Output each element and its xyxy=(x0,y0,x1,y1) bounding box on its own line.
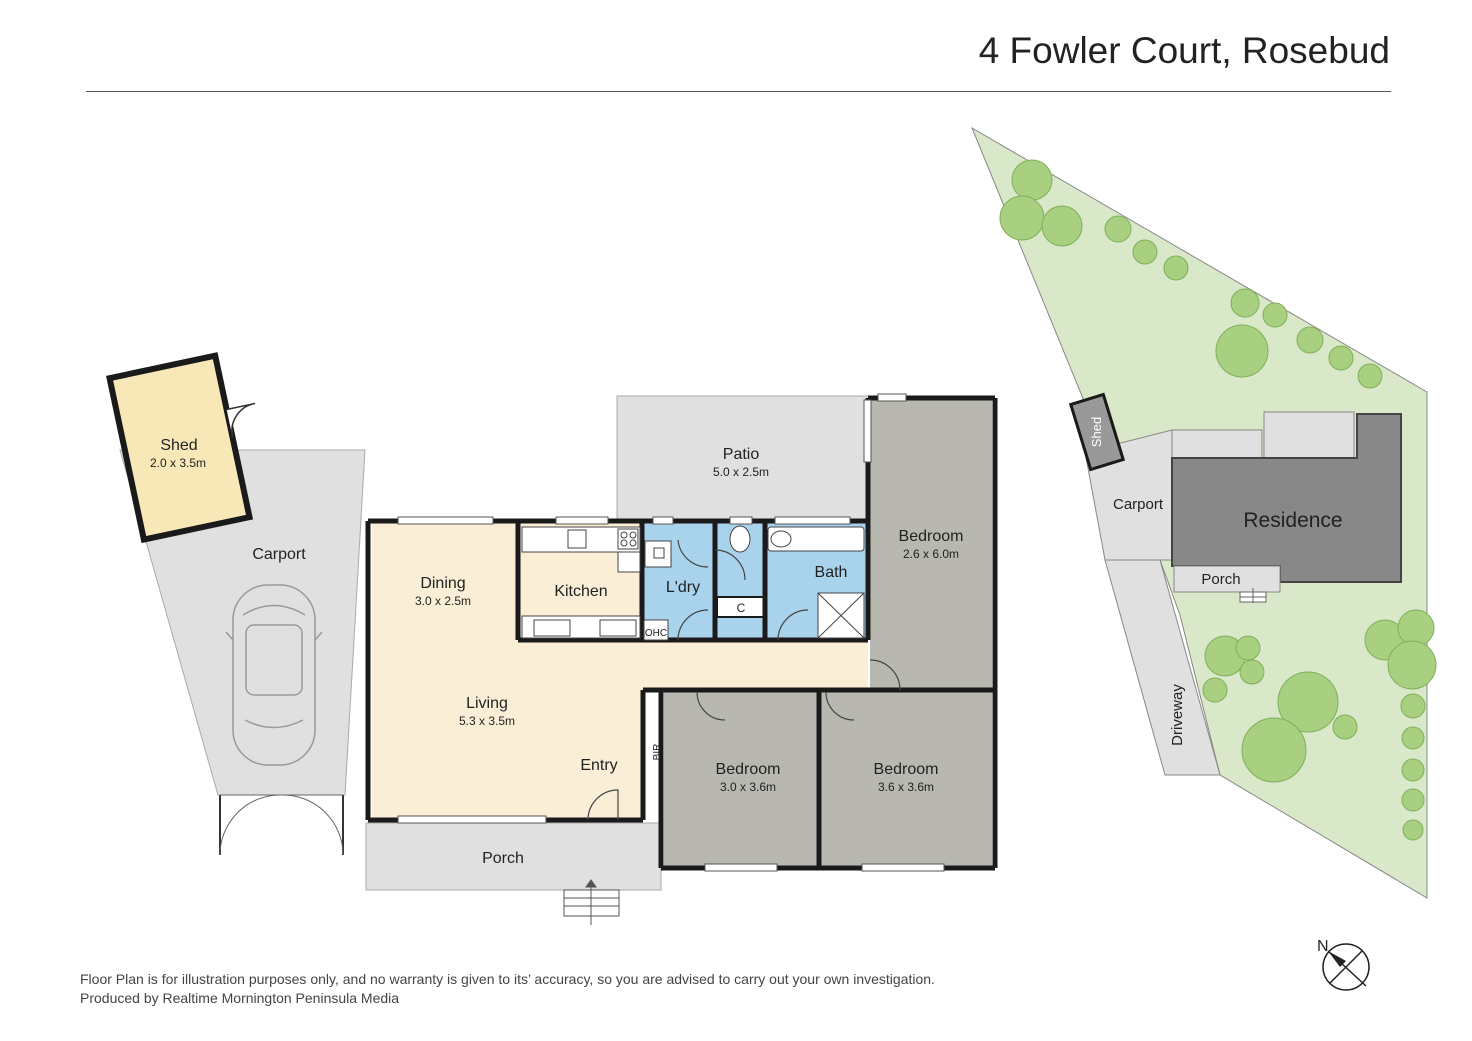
bath-fixtures xyxy=(729,525,865,639)
site-steps xyxy=(1239,588,1267,603)
bir-label: BIR xyxy=(652,744,663,761)
site-shed-label: Shed xyxy=(1089,417,1104,447)
patio-label: Patio xyxy=(723,446,760,463)
porch-label: Porch xyxy=(482,850,524,867)
footer-credit: Produced by Realtime Mornington Peninsul… xyxy=(80,990,400,1006)
car-icon xyxy=(225,584,323,766)
laundry-fixtures xyxy=(644,540,672,568)
title-divider xyxy=(86,91,1391,92)
site-patio-area xyxy=(1263,411,1355,459)
footer-disclaimer: Floor Plan is for illustration purposes … xyxy=(80,971,935,987)
bedroom3-label: Bedroom xyxy=(874,761,939,778)
page-title: 4 Fowler Court, Rosebud xyxy=(978,30,1390,71)
patio-dims: 5.0 x 2.5m xyxy=(713,465,769,479)
compass-icon xyxy=(1322,943,1370,991)
compass-label: N xyxy=(1317,938,1329,955)
laundry-label: L'dry xyxy=(666,579,700,596)
shed-dims: 2.0 x 3.5m xyxy=(150,456,206,470)
bedroom2-dims: 3.0 x 3.6m xyxy=(720,780,776,794)
site-driveway-label: Driveway xyxy=(1169,684,1186,746)
bedroom1-zone xyxy=(870,400,992,690)
site-residence-label: Residence xyxy=(1243,509,1342,532)
patio-area xyxy=(616,395,870,521)
living-label: Living xyxy=(466,695,508,712)
bedroom3-zone xyxy=(819,692,992,866)
dining-label: Dining xyxy=(420,575,465,592)
entry-label: Entry xyxy=(580,757,617,774)
bedroom2-label: Bedroom xyxy=(716,761,781,778)
bath-label: Bath xyxy=(815,564,848,581)
site-shed xyxy=(1068,392,1126,472)
living-dims: 5.3 x 3.5m xyxy=(459,714,515,728)
bedroom3-dims: 3.6 x 3.6m xyxy=(878,780,934,794)
doors xyxy=(587,539,901,821)
carport-gate xyxy=(219,794,344,856)
site-porch-label: Porch xyxy=(1201,571,1240,588)
kitchen-fixtures xyxy=(521,526,669,641)
ohc-label: OHC xyxy=(645,628,667,639)
porch-steps xyxy=(563,879,620,925)
shed-label: Shed xyxy=(160,437,197,454)
kitchen-label: Kitchen xyxy=(554,583,607,600)
windows xyxy=(397,393,945,872)
living-zone xyxy=(372,523,868,818)
site-carport-label: Carport xyxy=(1113,496,1164,513)
bedroom2-zone xyxy=(664,692,819,866)
cupboard-label: C xyxy=(737,601,746,615)
site-back-area xyxy=(1171,429,1263,459)
dining-dims: 3.0 x 2.5m xyxy=(415,594,471,608)
carport-label: Carport xyxy=(252,546,306,563)
site-trees xyxy=(999,159,1437,841)
bedroom1-label: Bedroom xyxy=(899,528,964,545)
bedroom1-dims: 2.6 x 6.0m xyxy=(903,547,959,561)
shed-room xyxy=(106,352,256,544)
carport-area xyxy=(119,449,366,796)
site-porch xyxy=(1173,565,1281,593)
